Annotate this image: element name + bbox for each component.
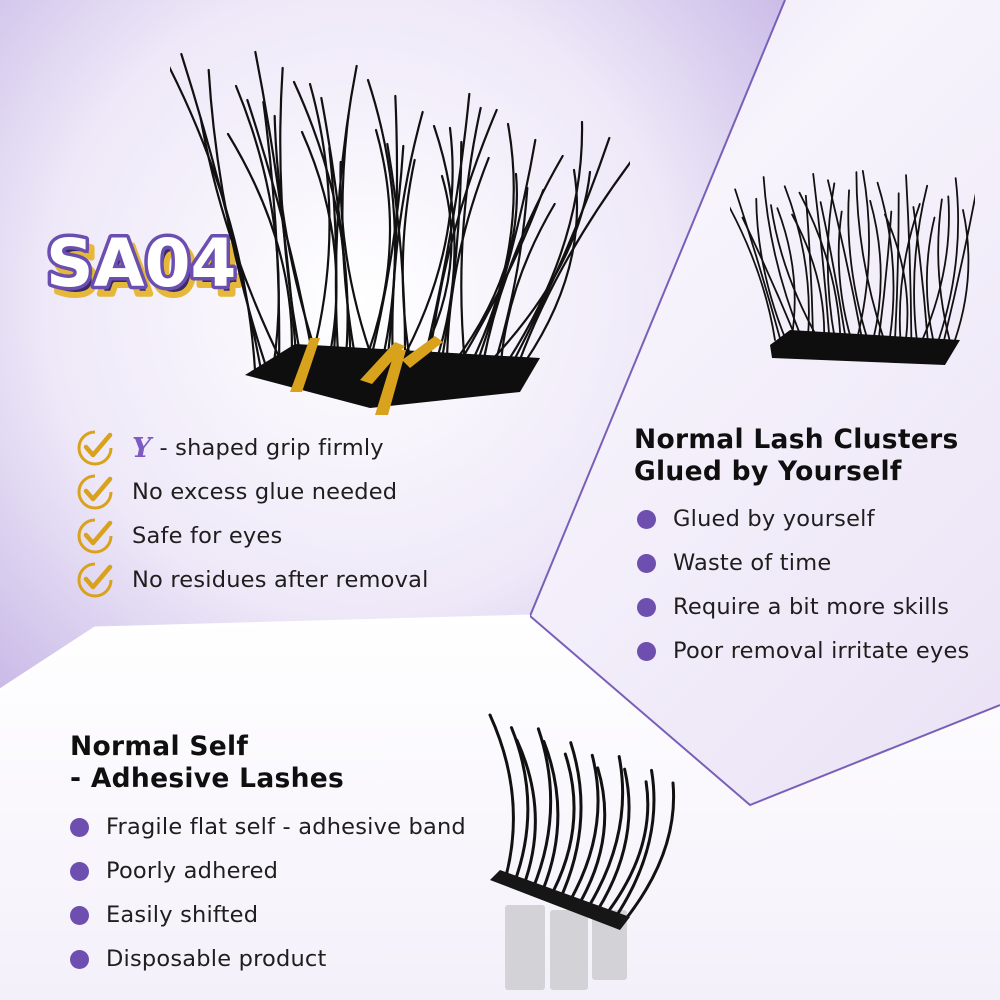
gold-check-icon — [77, 518, 113, 554]
benefit-label: No excess glue needed — [132, 479, 398, 505]
benefit-label: Safe for eyes — [132, 523, 283, 549]
bullet-dot-icon — [70, 861, 89, 881]
bullet-dot-icon — [70, 949, 89, 969]
benefit-item: Y - shaped grip firmly — [76, 426, 429, 470]
bullet-dot-icon — [70, 905, 89, 925]
product-code: SA04 — [46, 225, 236, 302]
benefit-item: No residues after removal — [76, 558, 429, 602]
benefit-item: No excess glue needed — [76, 470, 429, 514]
product-code-logo: SA04 SA04 — [43, 222, 246, 311]
benefit-label: No residues after removal — [132, 567, 429, 593]
drawback-item: Require a bit more skills — [637, 585, 969, 629]
featured-lash-image — [170, 50, 630, 415]
bottom-panel — [0, 616, 1000, 1000]
bullet-dot-icon — [70, 817, 89, 837]
clusters-drawbacks-list: Glued by yourself Waste of time Require … — [637, 497, 969, 673]
bullet-dot-icon — [637, 553, 656, 573]
y-letter: Y — [132, 432, 152, 464]
benefit-item: Safe for eyes — [76, 514, 429, 558]
gold-check-icon — [77, 562, 113, 598]
self-adhesive-drawbacks-list: Fragile flat self - adhesive band Poorly… — [70, 805, 466, 981]
drawback-item: Poorly adhered — [70, 849, 466, 893]
self-adhesive-heading: Normal Self - Adhesive Lashes — [70, 731, 345, 794]
gold-check-icon — [77, 474, 113, 510]
y-grip-benefits-list: Y - shaped grip firmly No excess glue ne… — [76, 426, 429, 602]
drawback-item: Waste of time — [637, 541, 969, 585]
drawback-item: Disposable product — [70, 937, 466, 981]
drawback-item: Easily shifted — [70, 893, 466, 937]
gold-check-icon — [77, 430, 113, 466]
self-adhesive-lash-image — [488, 713, 676, 990]
bullet-dot-icon — [637, 509, 656, 529]
bullet-dot-icon — [637, 641, 656, 661]
y-shaped-grip — [290, 336, 443, 415]
bullet-dot-icon — [637, 597, 656, 617]
drawback-item: Fragile flat self - adhesive band — [70, 805, 466, 849]
drawback-item: Glued by yourself — [637, 497, 969, 541]
svg-text:SA04: SA04 — [52, 233, 242, 310]
clusters-heading: Normal Lash Clusters Glued by Yourself — [634, 424, 959, 487]
lash-cluster-image — [730, 170, 975, 365]
drawback-item: Poor removal irritate eyes — [637, 629, 969, 673]
benefit-label: - shaped grip firmly — [159, 435, 384, 461]
